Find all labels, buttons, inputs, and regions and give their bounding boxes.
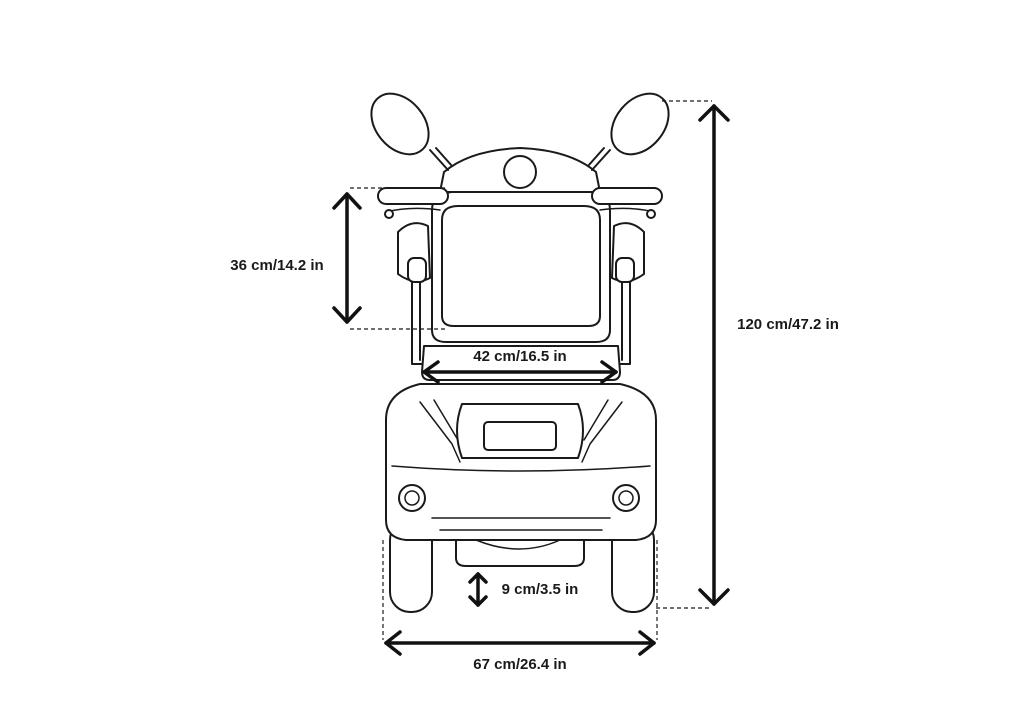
front-body [385,383,657,541]
total-height-label: 120 cm/47.2 in [737,316,839,333]
handlebar-left [377,187,449,219]
seat-back [431,191,611,343]
right-mirror [587,92,670,171]
armrest-posts [411,271,631,365]
seat-back-height-label: 36 cm/14.2 in [230,257,323,274]
left-armrest [397,222,431,283]
handlebar-right [591,187,663,219]
scooter-drawing [370,92,670,613]
tiller-head [439,147,601,193]
front-grille [456,403,584,459]
right-armrest [611,222,645,283]
left-fog-light [398,484,426,512]
total-width-label: 67 cm/26.4 in [473,656,566,673]
left-mirror [370,92,453,171]
ground-clearance-dimension: 9 cm/3.5 in [468,572,579,607]
seat-back-height-dimension: 36 cm/14.2 in [230,187,446,330]
seat-width-dimension: 42 cm/16.5 in [422,348,618,384]
total-width-dimension: 67 cm/26.4 in [382,540,658,673]
right-fog-light [612,484,640,512]
total-height-dimension: 120 cm/47.2 in [656,100,839,609]
seat-width-label: 42 cm/16.5 in [473,348,566,365]
ground-clearance-label: 9 cm/3.5 in [502,581,579,598]
